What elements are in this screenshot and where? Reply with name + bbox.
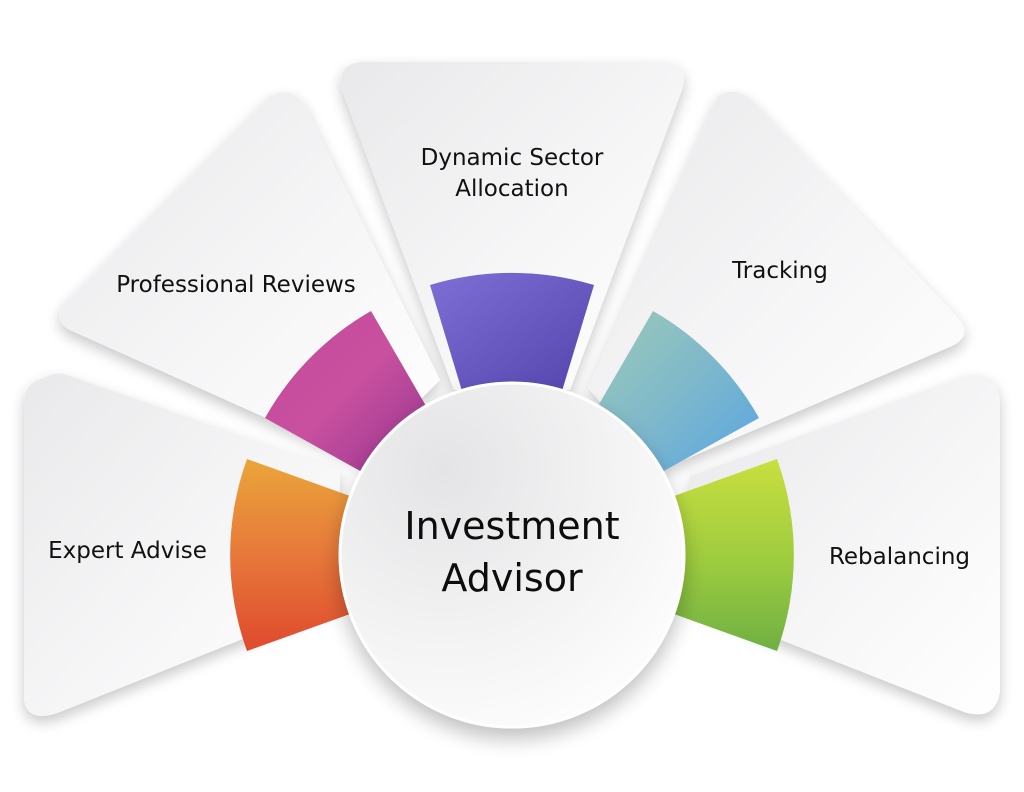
center-title-line2: Advisor [441,556,583,600]
segment-dynamic-sector[interactable] [430,272,594,391]
segment-expert-advise[interactable] [230,459,350,651]
label-expert-advise: Expert Advise [48,538,207,564]
label-dynamic-sector-line1: Dynamic Sector [420,145,604,171]
label-professional-reviews: Professional Reviews [116,272,356,298]
segment-rebalancing[interactable] [674,459,794,651]
center-title-line1: Investment [404,504,620,548]
segment-tracking[interactable] [598,311,759,472]
panel-dynamic-sector [340,62,684,390]
center-hub[interactable] [338,381,686,729]
label-tracking: Tracking [732,258,828,284]
label-rebalancing: Rebalancing [828,544,971,570]
label-dynamic-sector-line2: Allocation [455,176,569,202]
ring-segments [230,272,794,651]
segment-professional-reviews[interactable] [265,311,426,472]
center-title: Investment Advisor [362,500,662,604]
label-dynamic-sector: Dynamic Sector Allocation [392,143,632,205]
